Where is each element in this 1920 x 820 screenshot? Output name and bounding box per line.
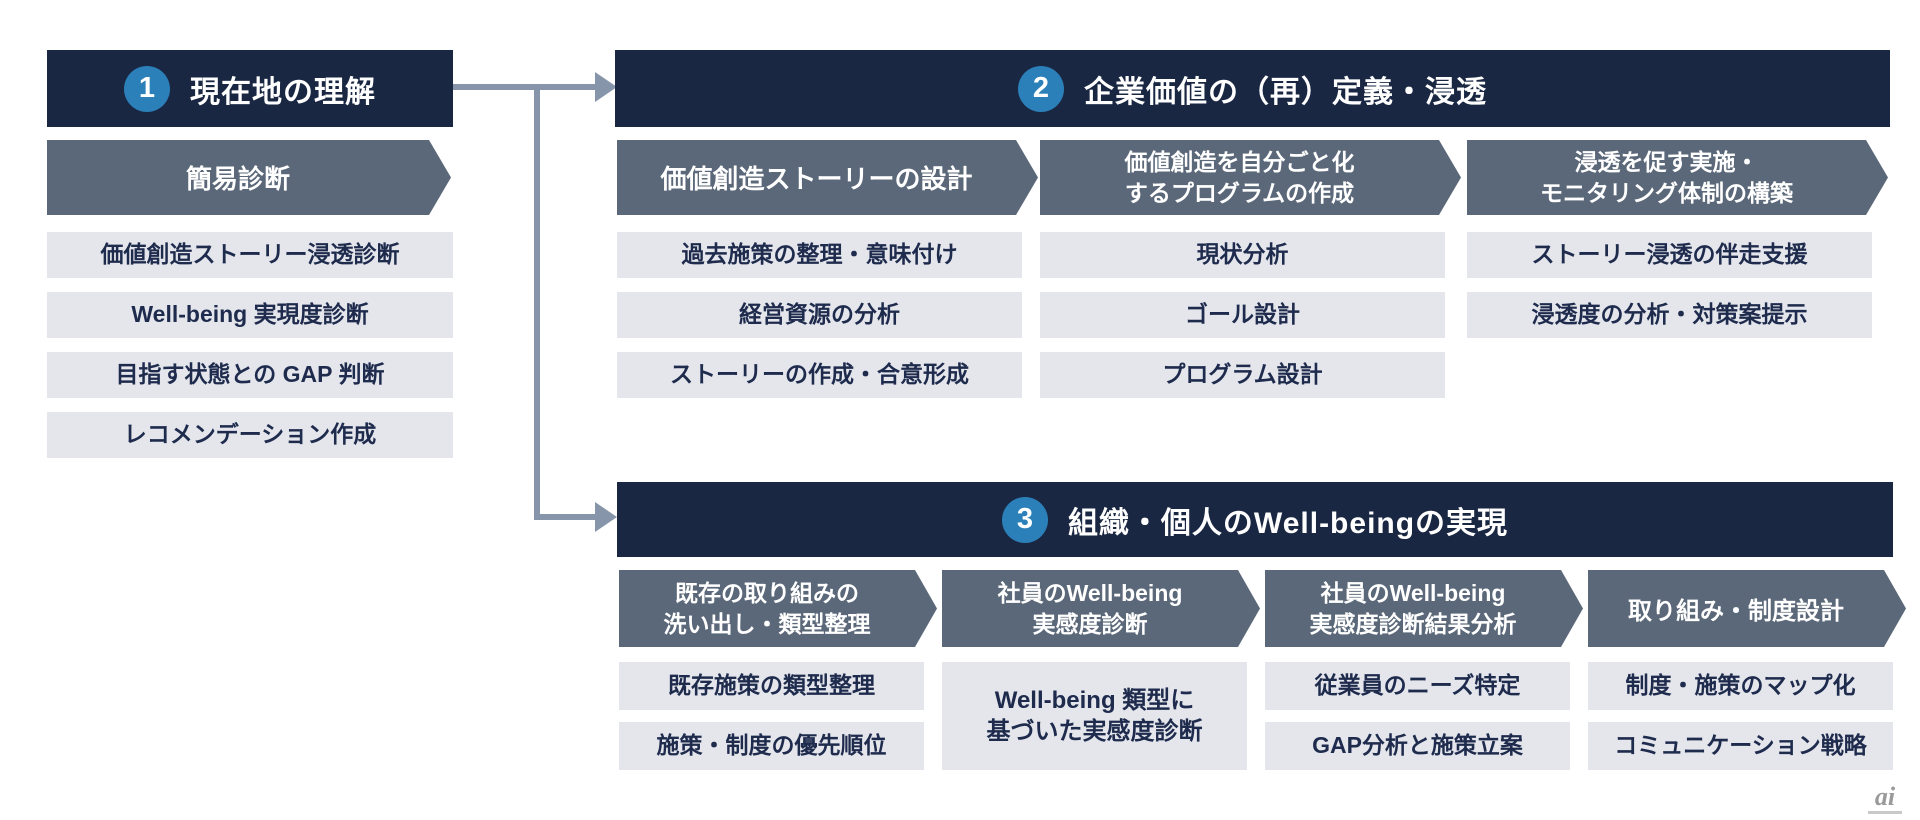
- list-item: 過去施策の整理・意味付け: [617, 232, 1022, 278]
- item-label: 現状分析: [1196, 241, 1289, 268]
- list-item: 価値創造ストーリー浸透診断: [47, 232, 453, 278]
- chevron-label: 価値創造を自分ごと化: [1124, 149, 1355, 176]
- chevron-label: モニタリング体制の構築: [1540, 179, 1793, 206]
- item-label: 過去施策の整理・意味付け: [681, 241, 958, 268]
- list-item: レコメンデーション作成: [47, 412, 453, 458]
- item-label: ストーリー浸透の伴走支援: [1531, 241, 1808, 268]
- watermark-logo: ai: [1868, 784, 1902, 814]
- item-label: 従業員のニーズ特定: [1314, 672, 1521, 699]
- section-2-title: 企業価値の（再）定義・浸透: [1084, 75, 1487, 109]
- section-2-number-badge: 2: [1018, 65, 1064, 112]
- chevron-label: するプログラムの作成: [1124, 179, 1355, 206]
- list-item: ストーリーの作成・合意形成: [617, 352, 1022, 398]
- chevron-label: 価値創造ストーリーの設計: [660, 164, 973, 194]
- section-2-header: 2 企業価値の（再）定義・浸透: [615, 50, 1890, 127]
- section-1-number-badge: 1: [124, 65, 170, 112]
- section-3-phase-chevron: 社員のWell-being 実感度診断: [942, 570, 1260, 647]
- chevron-label: 浸透を促す実施・: [1574, 149, 1759, 176]
- section-3-phase-chevron: 取り組み・制度設計: [1588, 570, 1906, 647]
- chevron-label: 簡易診断: [185, 164, 290, 194]
- list-item: 制度・施策のマップ化: [1588, 662, 1893, 710]
- section-2-phase-chevron: 価値創造を自分ごと化 するプログラムの作成: [1040, 140, 1461, 215]
- section-3-phase-chevron: 既存の取り組みの 洗い出し・類型整理: [619, 570, 937, 647]
- chevron-label: 実感度診断: [1032, 610, 1148, 637]
- section-3-title: 組織・個人のWell-beingの実現: [1067, 506, 1509, 540]
- list-item: 施策・制度の優先順位: [619, 722, 924, 770]
- item-label: ストーリーの作成・合意形成: [670, 361, 969, 388]
- chevron-label: 既存の取り組みの: [675, 580, 859, 607]
- arrow-right-icon: [595, 72, 617, 102]
- chevron-label: 実感度診断結果分析: [1309, 610, 1517, 637]
- list-item: ストーリー浸透の伴走支援: [1467, 232, 1872, 278]
- section-3-phase-chevron: 社員のWell-being 実感度診断結果分析: [1265, 570, 1583, 647]
- item-label: 経営資源の分析: [739, 301, 900, 328]
- item-label: GAP分析と施策立案: [1312, 732, 1523, 759]
- item-label: コミュニケーション戦略: [1614, 732, 1867, 759]
- section-3-number-badge: 3: [1001, 496, 1048, 543]
- connector-line-to-section-2: [453, 84, 597, 90]
- chevron-label: 社員のWell-being: [997, 580, 1183, 607]
- section-2-phase-chevron: 価値創造ストーリーの設計: [617, 140, 1038, 215]
- list-item: プログラム設計: [1040, 352, 1445, 398]
- item-label: レコメンデーション作成: [123, 421, 377, 448]
- list-item: ゴール設計: [1040, 292, 1445, 338]
- item-label: 基づいた実感度診断: [986, 718, 1203, 745]
- list-item: 目指す状態との GAP 判断: [47, 352, 453, 398]
- arrow-right-icon: [595, 502, 617, 532]
- item-label: 既存施策の類型整理: [668, 672, 875, 699]
- watermark-text: ai: [1874, 782, 1896, 811]
- section-3-header: 3 組織・個人のWell-beingの実現: [617, 482, 1893, 557]
- item-label: プログラム設計: [1162, 361, 1323, 388]
- section-2-phase-chevron: 浸透を促す実施・ モニタリング体制の構築: [1467, 140, 1888, 215]
- chevron-label: 社員のWell-being: [1320, 580, 1506, 607]
- list-item: コミュニケーション戦略: [1588, 722, 1893, 770]
- connector-line-vertical: [534, 84, 540, 520]
- list-item: 経営資源の分析: [617, 292, 1022, 338]
- list-item: GAP分析と施策立案: [1265, 722, 1570, 770]
- section-1-header: 1 現在地の理解: [47, 50, 453, 127]
- chevron-label: 取り組み・制度設計: [1628, 598, 1844, 625]
- section-1-title: 現在地の理解: [190, 75, 376, 109]
- item-label: 価値創造ストーリー浸透診断: [100, 241, 400, 268]
- list-item: 現状分析: [1040, 232, 1445, 278]
- connector-line-to-section-3: [534, 514, 598, 520]
- item-label: 目指す状態との GAP 判断: [115, 361, 385, 388]
- item-label: 浸透度の分析・対策案提示: [1531, 301, 1808, 328]
- item-label: Well-being 実現度診断: [131, 301, 369, 328]
- list-item-tall: Well-being 類型に 基づいた実感度診断: [942, 662, 1247, 770]
- list-item: 既存施策の類型整理: [619, 662, 924, 710]
- item-label: 施策・制度の優先順位: [656, 732, 887, 759]
- list-item: Well-being 実現度診断: [47, 292, 453, 338]
- list-item: 浸透度の分析・対策案提示: [1467, 292, 1872, 338]
- list-item: 従業員のニーズ特定: [1265, 662, 1570, 710]
- item-label: 制度・施策のマップ化: [1625, 672, 1856, 699]
- chevron-label: 洗い出し・類型整理: [663, 610, 871, 637]
- item-label: ゴール設計: [1185, 301, 1300, 328]
- watermark-subtext-bar: [1868, 811, 1902, 814]
- section-1-phase-chevron: 簡易診断: [47, 140, 451, 215]
- item-label: Well-being 類型に: [994, 686, 1195, 714]
